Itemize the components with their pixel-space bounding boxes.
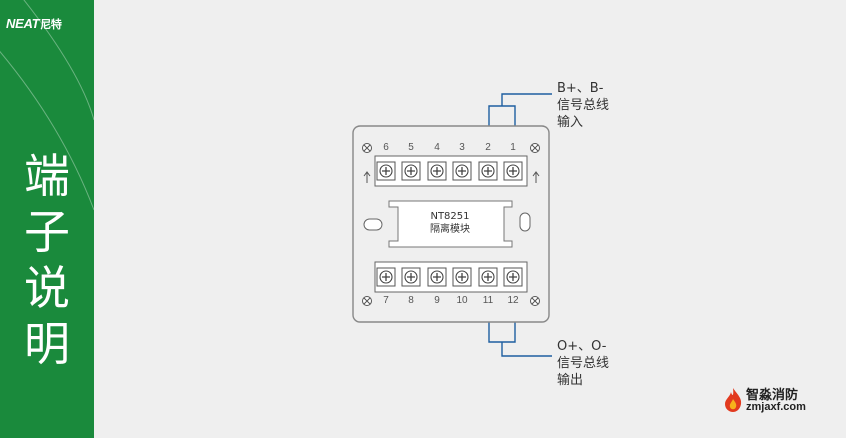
terminal-screw [376, 267, 396, 287]
terminal-number: 9 [434, 295, 440, 306]
mounting-slot [363, 218, 383, 231]
terminal-number: 12 [507, 295, 519, 306]
terminal-number: 3 [459, 142, 465, 153]
brand-logo-cn: 尼特 [40, 19, 62, 31]
title-char: 子 [24, 205, 70, 259]
terminal-screw [427, 161, 447, 181]
terminal-block-top [374, 155, 528, 187]
title-char: 端 [24, 149, 70, 203]
screw-icon [530, 296, 540, 306]
terminal-number: 4 [434, 142, 440, 153]
terminal-number: 11 [482, 295, 494, 306]
sidebar: NEAT尼特 端 子 说 明 [0, 0, 94, 438]
module-name: 隔离模块 [430, 224, 470, 235]
terminal-screw [401, 161, 421, 181]
output-label-bus: 信号总线 [557, 356, 610, 371]
terminal-number: 5 [408, 142, 414, 153]
brand-logo: NEAT尼特 [6, 16, 62, 32]
screw-icon [530, 143, 540, 153]
mounting-slot [519, 212, 531, 232]
terminal-number: 10 [456, 295, 468, 306]
screw-icon [362, 143, 372, 153]
flame-icon [725, 388, 742, 412]
terminal-screw [452, 161, 472, 181]
arrow-up-icon [363, 171, 371, 183]
output-wire [488, 322, 552, 357]
terminal-screw [478, 267, 498, 287]
input-wire [488, 93, 552, 126]
watermark-url: zmjaxf.com [746, 401, 806, 413]
terminal-number: 7 [383, 295, 389, 306]
arrow-up-icon [532, 171, 540, 183]
terminal-block-bottom [374, 261, 528, 293]
terminal-screw [427, 267, 447, 287]
terminal-screw [503, 161, 523, 181]
module-label: NT8251 隔离模块 [410, 210, 490, 236]
brand-logo-latin: NEAT [6, 16, 40, 31]
terminal-number: 2 [485, 142, 491, 153]
output-label-io: 输出 [557, 373, 584, 388]
input-label-bus: 信号总线 [557, 98, 610, 113]
terminal-number: 6 [383, 142, 389, 153]
module-body [388, 200, 513, 248]
output-label-signal: O+、O- [557, 339, 607, 354]
input-label-io: 输入 [557, 115, 584, 130]
module-model: NT8251 [430, 211, 470, 222]
terminal-screw [401, 267, 421, 287]
title-char: 明 [24, 317, 70, 371]
terminal-screw [376, 161, 396, 181]
input-label: B+、B- 信号总线 输入 [557, 80, 609, 131]
terminal-screw [452, 267, 472, 287]
input-label-signal: B+、B- [557, 81, 604, 96]
terminal-number: 1 [510, 142, 516, 153]
watermark: 智淼消防 zmjaxf.com [722, 384, 822, 418]
watermark-name: 智淼消防 [746, 388, 799, 403]
title-char: 说 [24, 261, 70, 315]
output-label: O+、O- 信号总线 输出 [557, 338, 609, 389]
page-title: 端 子 说 明 [14, 148, 80, 372]
terminal-screw [478, 161, 498, 181]
decorative-arcs [0, 0, 94, 211]
terminal-screw [503, 267, 523, 287]
screw-icon [362, 296, 372, 306]
terminal-number: 8 [408, 295, 414, 306]
